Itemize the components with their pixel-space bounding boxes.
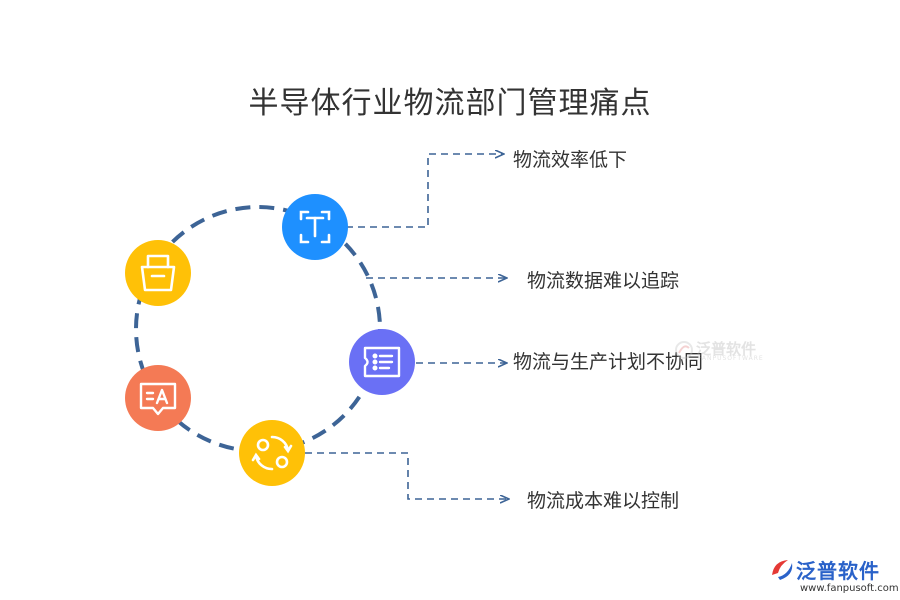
brand-logo: 泛普软件 www.fanpusoft.com [768, 555, 899, 597]
watermark-logo-icon [675, 341, 693, 359]
dashed-ring [134, 205, 382, 453]
node-5 [125, 365, 191, 431]
node-3 [349, 329, 415, 395]
connector-1 [346, 154, 503, 228]
node-2 [125, 240, 191, 306]
brand-name: 泛普软件 [796, 559, 880, 583]
label-3: 物流与生产计划不协同 [513, 351, 704, 373]
text-tool-icon [299, 210, 331, 244]
label-2: 物流数据难以追踪 [527, 270, 680, 292]
node-1 [282, 194, 348, 260]
basket-icon [140, 254, 176, 292]
watermark-subtext: FANPUSOFTWARE [698, 355, 764, 362]
brand-logo-icon [772, 560, 793, 580]
cycle-exchange-icon [251, 435, 293, 471]
diagram-title: 半导体行业物流部门管理痛点 [248, 86, 652, 121]
watermark-text: 泛普软件 [696, 340, 757, 358]
ticket-list-icon [363, 346, 401, 378]
node-2-circle [125, 240, 191, 306]
watermark: 泛普软件 FANPUSOFTWARE [672, 338, 772, 362]
label-4: 物流成本难以控制 [527, 490, 680, 512]
node-4 [239, 420, 305, 486]
brand-url: www.fanpusoft.com [800, 583, 899, 594]
label-1: 物流效率低下 [513, 149, 628, 171]
node-4-circle [239, 420, 305, 486]
connector-4 [305, 452, 508, 499]
translate-chat-icon [139, 382, 177, 416]
